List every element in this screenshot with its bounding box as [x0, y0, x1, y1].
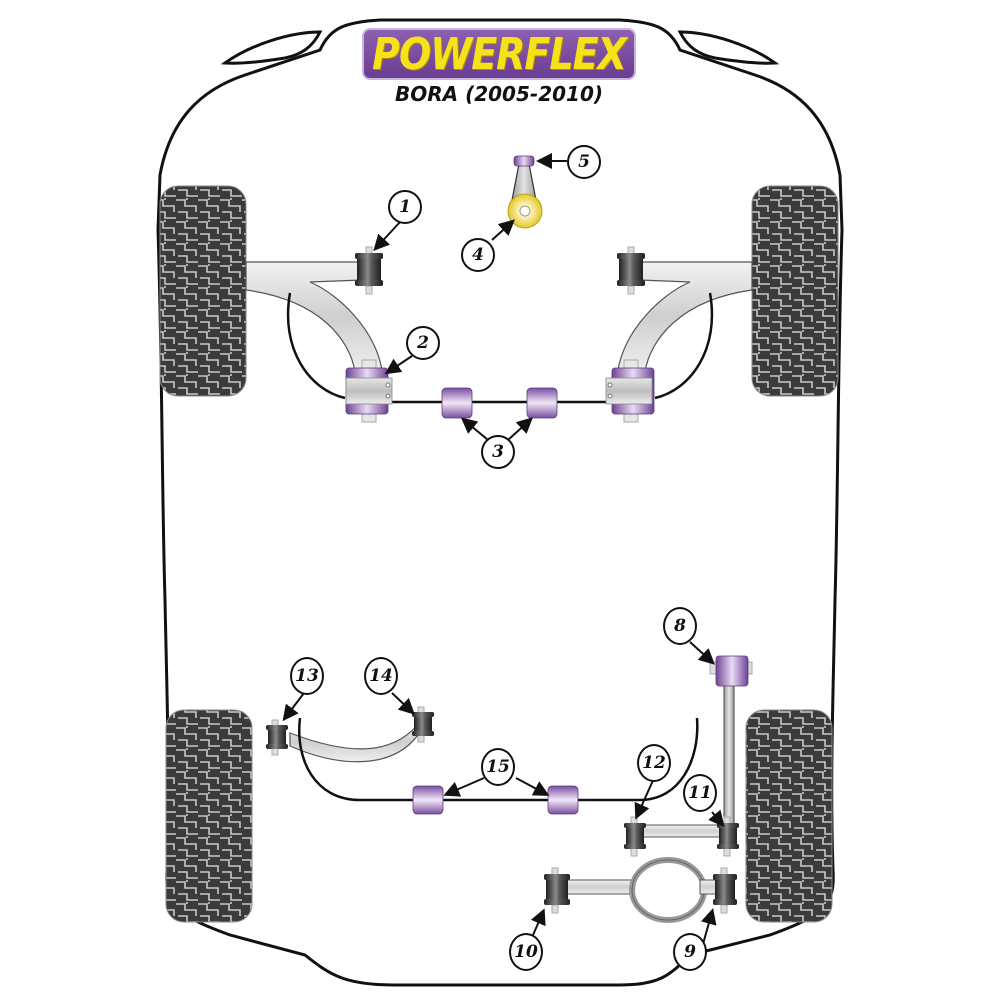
callout-1[interactable]: 1 [388, 190, 422, 224]
bush-13-rear-upper-arm-inner [266, 719, 288, 756]
lower-engine-mount [507, 155, 543, 229]
callout-13[interactable]: 13 [290, 657, 324, 695]
bush-10-rear-trailing-arm-inner [544, 867, 570, 914]
bush-3-front-arb-right [526, 387, 558, 419]
bush-front-wishbone-front-right [617, 246, 645, 295]
callout-8[interactable]: 8 [663, 607, 697, 645]
bush-3-front-arb-left [441, 387, 473, 419]
rear-upper-arm [266, 706, 434, 763]
callout-11[interactable]: 11 [683, 774, 717, 812]
callout-15[interactable]: 15 [481, 748, 515, 786]
bush-12-rear-lower-arm-inner [624, 816, 646, 857]
bush-15-rear-arb-left [412, 785, 444, 815]
bush-2-front-wishbone-rear-left [345, 359, 393, 423]
rear-shock-link [709, 655, 753, 825]
rear-right-tyre [745, 709, 833, 923]
right-headlight-outline [677, 30, 780, 65]
callout-2[interactable]: 2 [406, 326, 440, 360]
bush-15-rear-arb-right [547, 785, 579, 815]
left-headlight-outline [220, 30, 323, 65]
front-right-tyre [751, 185, 839, 397]
callout-14[interactable]: 14 [364, 657, 398, 695]
callout-12[interactable]: 12 [637, 744, 671, 782]
bush-14-rear-upper-arm-outer [412, 706, 434, 743]
callout-arrows [282, 153, 725, 945]
rear-left-tyre [165, 709, 253, 923]
bush-9-rear-trailing-arm-outer [713, 867, 737, 914]
vehicle-model-title: BORA (2005-2010) [395, 82, 603, 106]
rear-anti-roll-bar [298, 717, 699, 802]
bush-1-front-wishbone-front-left [355, 246, 383, 295]
callout-5[interactable]: 5 [567, 145, 601, 179]
front-left-tyre [159, 185, 247, 397]
rear-trailing-arm [544, 857, 737, 923]
brand-name: POWERFLEX [372, 28, 627, 80]
bush-5-engine-mount-small [513, 155, 535, 167]
callout-10[interactable]: 10 [509, 933, 543, 971]
powerflex-logo: POWERFLEX [362, 28, 636, 80]
bush-8-rear-shock-upper [715, 655, 749, 687]
rear-lower-arm [624, 816, 739, 857]
callout-9[interactable]: 9 [673, 933, 707, 971]
callout-3[interactable]: 3 [481, 435, 515, 469]
callout-4[interactable]: 4 [461, 238, 495, 272]
car-body-outline [156, 18, 844, 987]
bush-front-wishbone-rear-right [605, 359, 655, 423]
